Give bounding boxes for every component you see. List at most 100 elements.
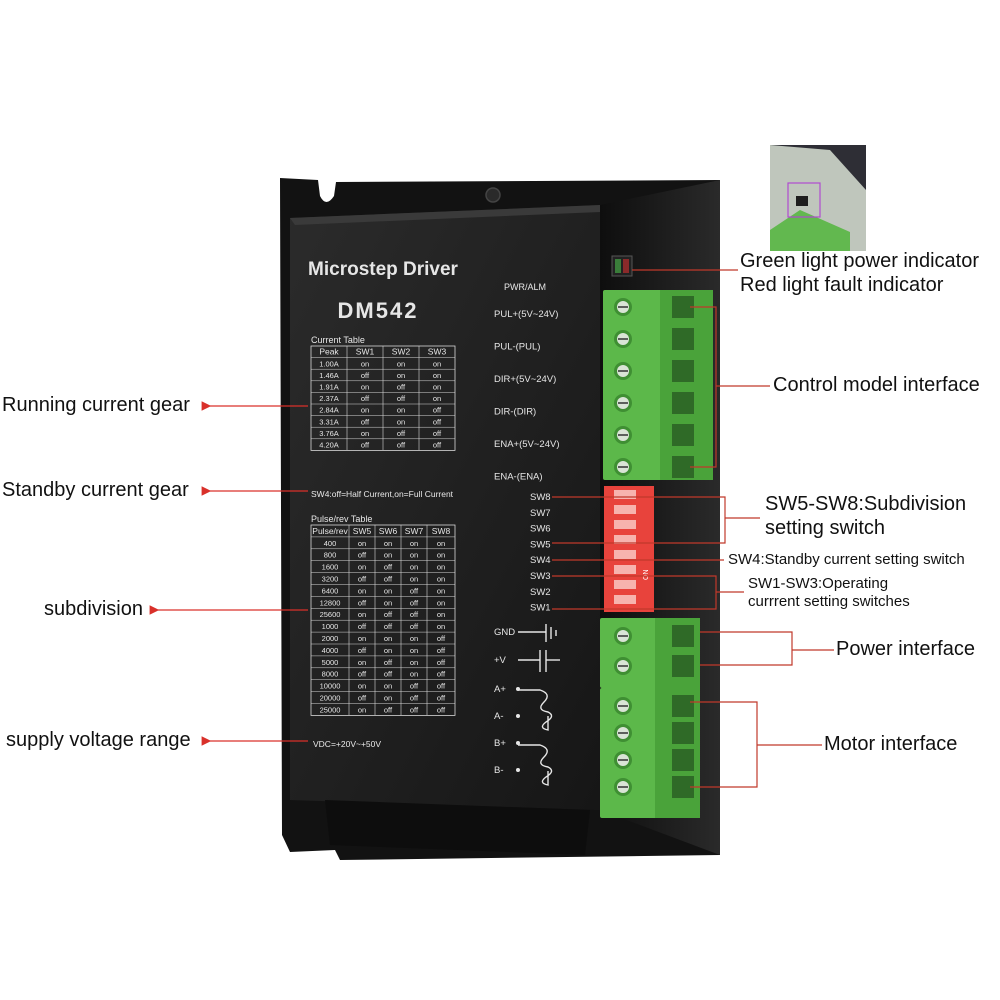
current-table-cell: off: [361, 417, 370, 426]
current-table-cell: on: [433, 371, 441, 380]
pulse-table-cell: off: [437, 682, 446, 691]
current-table-title: Current Table: [311, 335, 365, 345]
pulse-table-cell: off: [384, 658, 393, 667]
current-table-cell: off: [397, 394, 406, 403]
pulse-table-cell: on: [437, 598, 445, 607]
coil-symbols: [518, 689, 553, 786]
terminal-dot: [516, 741, 520, 745]
current-table-cell: off: [397, 383, 406, 392]
pulse-table-cell: 20000: [320, 694, 341, 703]
control-terminal-label: PUL-(PUL): [494, 342, 540, 353]
terminal-dot: [516, 768, 520, 772]
pulse-table-cell: on: [410, 670, 418, 679]
control-wire-port: [672, 424, 694, 446]
pulse-table-cell: on: [384, 682, 392, 691]
dip-toggle: [614, 565, 636, 574]
callout-standby-current: Standby current gear: [2, 479, 189, 501]
dip-toggle: [614, 580, 636, 589]
pulse-table-cell: off: [437, 646, 446, 655]
pulse-table-cell: 25600: [320, 610, 341, 619]
callout-subdivision: subdivision: [44, 598, 143, 620]
terminal-dot: [516, 714, 520, 718]
current-table-header-cell: Peak: [319, 347, 339, 357]
pulse-table-cell: off: [437, 658, 446, 667]
callout-indicator-line2: Red light fault indicator: [740, 274, 944, 296]
pulse-table-cell: 1000: [322, 622, 339, 631]
motor-terminal-label: B-: [494, 765, 504, 776]
current-table-header-cell: SW2: [392, 347, 411, 357]
pulse-table-header-cell: Pulse/rev: [312, 526, 348, 536]
switch-label: SW5: [530, 539, 551, 550]
pulse-table-cell: off: [358, 598, 367, 607]
pulse-table-cell: on: [410, 634, 418, 643]
power-symbols: [518, 624, 560, 672]
pulse-table-cell: on: [437, 551, 445, 560]
pulse-table-cell: on: [410, 563, 418, 572]
current-table-cell: off: [361, 441, 370, 450]
current-table-header-cell: SW1: [356, 347, 375, 357]
motor-wire-port: [672, 695, 694, 717]
pulse-table-cell: on: [410, 575, 418, 584]
current-table-cell: off: [433, 406, 442, 415]
current-table-cell: 1.00A: [319, 359, 339, 368]
control-terminal-block: [603, 290, 713, 480]
motor-terminal-label: A-: [494, 711, 504, 722]
callout-control-interface: Control model interface: [773, 374, 980, 396]
current-table-cell: off: [433, 441, 442, 450]
model-name: DM542: [338, 298, 419, 323]
pulse-table-cell: off: [410, 610, 419, 619]
current-table-cell: on: [361, 429, 369, 438]
pulse-table-cell: on: [437, 539, 445, 548]
pulse-table-cell: on: [384, 634, 392, 643]
switch-label: SW4: [530, 555, 551, 566]
pulse-table-cell: 4000: [322, 646, 339, 655]
pulse-table-cell: off: [384, 610, 393, 619]
control-wire-port: [672, 456, 694, 478]
pulse-table-cell: off: [410, 705, 419, 714]
pulse-table-cell: off: [437, 694, 446, 703]
pulse-table-header-cell: SW5: [353, 526, 372, 536]
dip-on-label: ON: [643, 570, 650, 581]
pulse-table-cell: 8000: [322, 670, 339, 679]
power-wire-port: [672, 625, 694, 647]
current-table-cell: 2.84A: [319, 406, 339, 415]
control-terminal-label: DIR+(5V~24V): [494, 374, 556, 385]
pulse-table-cell: on: [358, 705, 366, 714]
control-terminal-label: ENA+(5V~24V): [494, 439, 559, 450]
callout-indicator-line1: Green light power indicator: [740, 250, 980, 272]
pulse-table-cell: on: [384, 586, 392, 595]
pulse-table-cell: off: [358, 575, 367, 584]
callout-motor-interface: Motor interface: [824, 733, 958, 755]
pulse-table-cell: off: [410, 586, 419, 595]
pulse-table-cell: off: [384, 563, 393, 572]
current-table-cell: on: [361, 406, 369, 415]
pulse-table-cell: on: [410, 658, 418, 667]
pulse-table-cell: off: [410, 622, 419, 631]
power-terminal-labels: GND+V: [494, 627, 515, 666]
pulse-table-cell: 25000: [320, 705, 341, 714]
pulse-table-cell: 400: [324, 539, 337, 548]
pulse-table-cell: on: [384, 646, 392, 655]
power-terminal-label: GND: [494, 627, 515, 638]
pulse-table-cell: on: [410, 551, 418, 560]
dip-toggle: [614, 550, 636, 559]
motor-wire-port: [672, 776, 694, 798]
pulse-table-title: Pulse/rev Table: [311, 514, 372, 524]
pulse-table-cell: off: [358, 646, 367, 655]
pulse-table-cell: off: [437, 634, 446, 643]
pulse-table-cell: off: [410, 598, 419, 607]
dip-switch: ON: [604, 486, 654, 612]
switch-label: SW1: [530, 603, 551, 614]
pulse-table-cell: on: [384, 539, 392, 548]
callout-standby-switch: SW4:Standby current setting switch: [728, 551, 965, 568]
pulse-table-cell: on: [437, 610, 445, 619]
led-indicator: [611, 255, 633, 277]
pulse-table-cell: off: [384, 705, 393, 714]
pulse-table-cell: 1600: [322, 563, 339, 572]
pulse-table-cell: 10000: [320, 682, 341, 691]
switch-label: SW8: [530, 492, 551, 503]
current-table-cell: on: [361, 359, 369, 368]
